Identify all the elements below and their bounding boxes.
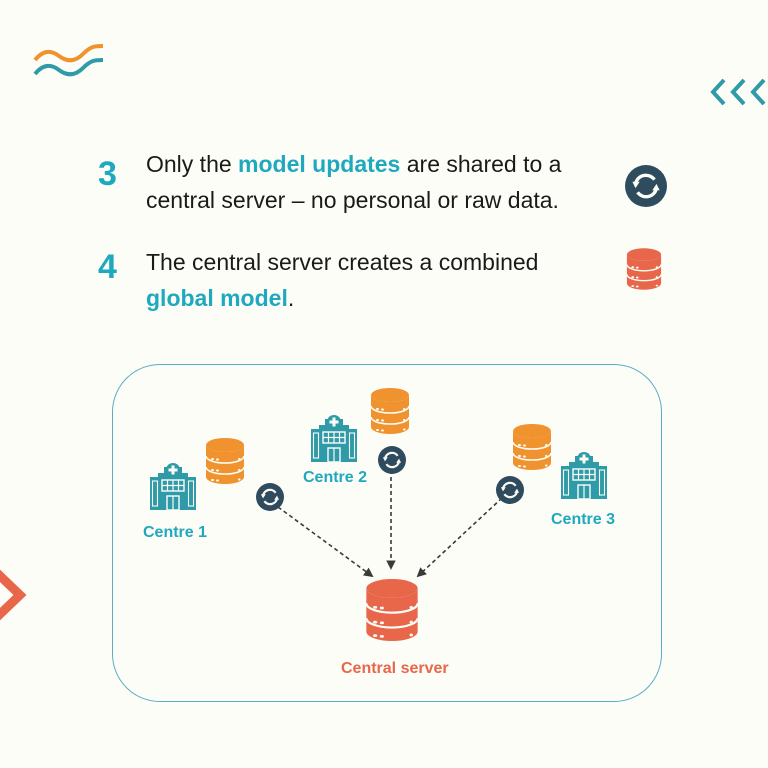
step-text-after: are shared to a bbox=[400, 151, 562, 177]
hospital-icon bbox=[559, 450, 609, 500]
step-number: 3 bbox=[98, 155, 117, 193]
sync-icon bbox=[496, 476, 524, 504]
highlight-global-model: global model bbox=[146, 285, 288, 311]
sync-icon bbox=[378, 446, 406, 474]
connection-arrow bbox=[416, 497, 503, 578]
step-text-line2: central server – no personal or raw data… bbox=[146, 187, 559, 213]
chevron-right-icon bbox=[0, 569, 27, 621]
central-server-icon bbox=[365, 578, 419, 642]
database-icon bbox=[370, 388, 410, 434]
connection-arrow bbox=[277, 506, 374, 578]
centre-1-label: Centre 1 bbox=[143, 524, 208, 541]
sync-icon bbox=[256, 483, 284, 511]
step-text-before: Only the bbox=[146, 151, 239, 177]
database-icon bbox=[512, 424, 552, 470]
step-3-text: Only the model updates are shared to a c… bbox=[146, 146, 606, 218]
hospital-icon bbox=[148, 461, 198, 511]
diagram-frame bbox=[112, 364, 662, 702]
database-icon bbox=[205, 438, 245, 484]
highlight-model-updates: model updates bbox=[238, 151, 401, 177]
triple-chevron-left-icon bbox=[710, 78, 766, 106]
centre-2-label: Centre 2 bbox=[303, 469, 368, 486]
centre-3-label: Centre 3 bbox=[551, 511, 616, 528]
step-text-after: . bbox=[287, 285, 295, 311]
step-4-text: The central server creates a combined gl… bbox=[146, 244, 606, 316]
wave-icon bbox=[33, 44, 104, 77]
step-text-line1: The central server creates a combined bbox=[146, 249, 539, 275]
step-number: 4 bbox=[98, 248, 117, 286]
central-server-label: Central server bbox=[341, 660, 449, 677]
hospital-icon bbox=[309, 413, 359, 463]
